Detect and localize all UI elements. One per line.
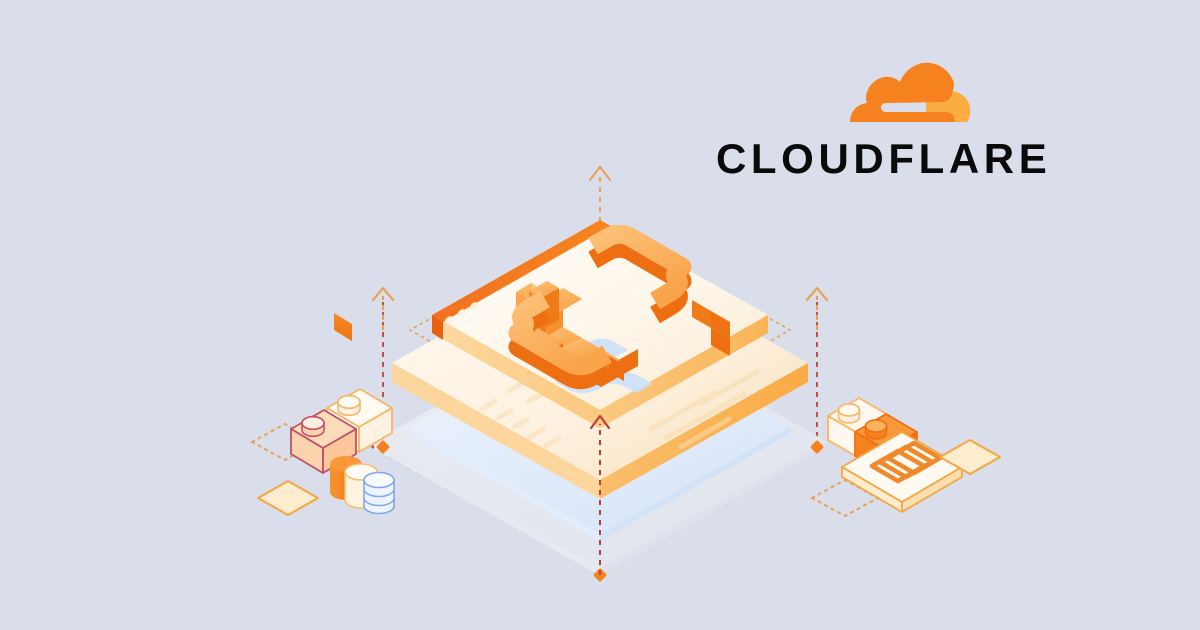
- cloudflare-cloud-logo: [850, 62, 971, 122]
- solid-diamond-tile-right: [939, 439, 1001, 475]
- cloudflare-wordmark-text: CLOUDFLARE: [716, 135, 1052, 182]
- lego-brick-peach-left: [290, 409, 357, 474]
- cloudflare-wordmark: CLOUDFLARE: [716, 135, 1052, 182]
- database-cylinder-blue: [363, 471, 395, 515]
- guide-corner-dots: [376, 440, 824, 582]
- browser-title-bar: [432, 220, 611, 340]
- solid-diamond-tile-left: [257, 480, 319, 516]
- guide-arrow-center: [589, 414, 611, 575]
- dotted-diamond-marker-right: [809, 478, 881, 518]
- browser-window-dots: [445, 302, 479, 324]
- braces-stroked: [508, 224, 692, 390]
- cloud-front-shape: [850, 62, 955, 122]
- guide-arrow-right: [805, 286, 829, 452]
- cloudflare-logo: CLOUDFLARE: [716, 62, 1052, 182]
- guide-arrow-top: [588, 165, 612, 292]
- stacked-layers-plate: [841, 431, 963, 513]
